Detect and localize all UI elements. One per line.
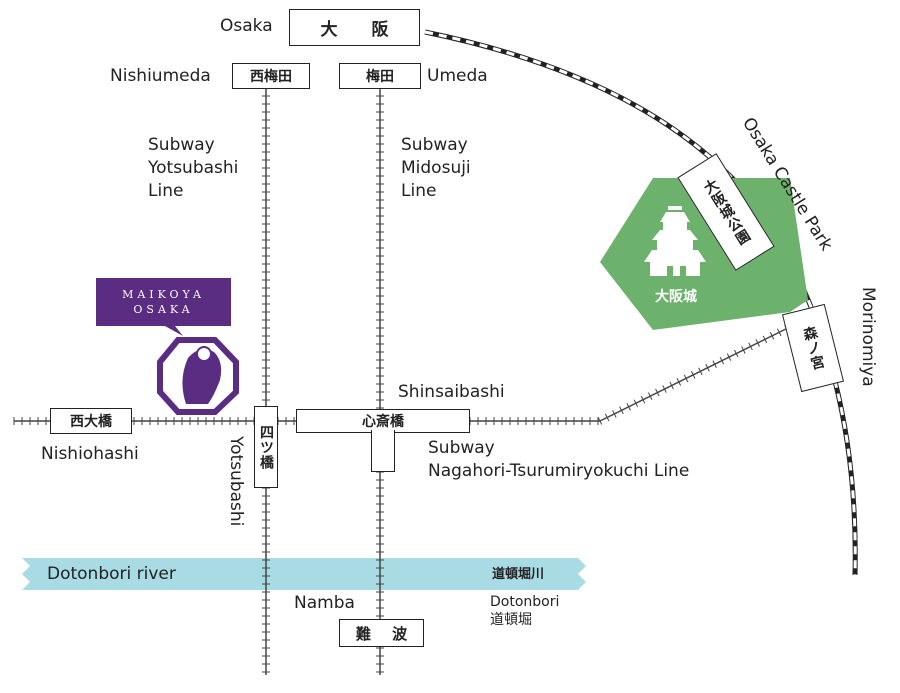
station-shinsaibashi-stem — [371, 430, 395, 472]
label-yotsubashi: Yotsubashi — [226, 436, 246, 527]
label-nagahori-line: Subway Nagahori-Tsurumiryokuchi Line — [428, 438, 690, 481]
label-morinomiya: Morinomiya — [858, 287, 878, 387]
label-dotonbori: Dotonbori — [490, 594, 560, 610]
station-umeda[interactable]: 梅田 — [339, 63, 421, 89]
station-yotsubashi-ja: 四ツ橋 — [258, 424, 274, 470]
castle-icon — [644, 206, 706, 276]
dotonbori-river — [22, 558, 586, 590]
label-dotonbori-river-ja: 道頓堀川 — [492, 567, 545, 582]
label-yotsubashi-line: Subway Yotsubashi Line — [148, 135, 239, 201]
label-osaka-castle: 大阪城 — [655, 289, 697, 305]
station-morinomiya-ja: 森ノ宮 — [799, 324, 827, 372]
label-dotonbori-river: Dotonbori river — [47, 564, 176, 584]
label-shinsaibashi: Shinsaibashi — [398, 382, 505, 402]
station-yotsubashi[interactable]: 四ツ橋 — [254, 406, 278, 488]
station-namba[interactable]: 難 波 — [339, 619, 424, 647]
label-dotonbori-ja: 道頓堀 — [490, 612, 532, 628]
label-nishiumeda: Nishiumeda — [110, 66, 211, 86]
station-nishiumeda[interactable]: 西梅田 — [232, 63, 310, 89]
maikoya-osaka-box[interactable]: MAIKOYA OSAKA — [96, 278, 231, 326]
nagahori-line-east-track — [597, 321, 801, 425]
maikoya-logo — [157, 326, 239, 415]
label-osaka: Osaka — [220, 16, 273, 36]
label-midosuji-line: Subway Midosuji Line — [401, 135, 471, 201]
nagahori-line-mid-track — [469, 417, 600, 425]
yotsubashi-line-track — [262, 87, 270, 675]
station-shinsaibashi[interactable]: 心斎橋 — [296, 409, 470, 433]
station-nishiohashi[interactable]: 西大橋 — [50, 408, 132, 434]
label-nishiohashi: Nishiohashi — [41, 444, 139, 464]
maikoya-line2: OSAKA — [133, 303, 194, 316]
label-namba: Namba — [294, 593, 355, 613]
maikoya-line1: MAIKOYA — [122, 288, 205, 301]
station-osaka[interactable]: 大 阪 — [289, 9, 420, 46]
label-umeda: Umeda — [427, 66, 488, 86]
